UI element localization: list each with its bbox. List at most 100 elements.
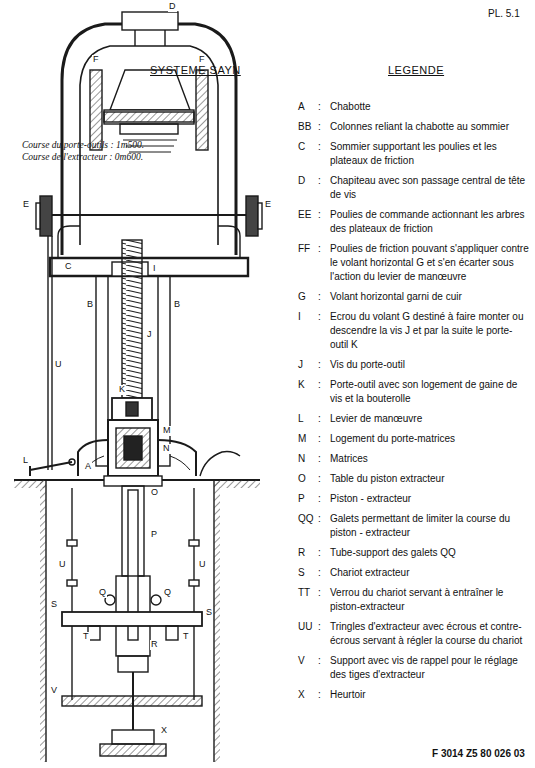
- document-reference: F 3014 Z5 80 026 03: [432, 748, 525, 759]
- legend-row: S:Chariot extracteur: [298, 566, 532, 580]
- legend-key: R: [298, 546, 318, 560]
- legend-text: Chariot extracteur: [330, 566, 530, 580]
- legend-row: C:Sommier supportant les poulies et les …: [298, 140, 532, 168]
- legend-key: V: [298, 654, 318, 682]
- legend-key: N: [298, 452, 318, 466]
- legend-text: Tube-support des galets QQ: [330, 546, 530, 560]
- legend-separator: :: [318, 546, 330, 560]
- legend-row: EE:Poulies de commande actionnant les ar…: [298, 208, 532, 236]
- legend-text: Heurtoir: [330, 688, 530, 702]
- part-letter: B: [173, 300, 181, 310]
- legend-separator: :: [318, 688, 330, 702]
- legend-separator: :: [318, 140, 330, 168]
- part-letter: N: [162, 444, 171, 454]
- part-letter: E: [264, 200, 272, 210]
- legend-key: M: [298, 432, 318, 446]
- legend-separator: :: [318, 290, 330, 304]
- legend-row: J:Vis du porte-outil: [298, 358, 532, 372]
- part-letter: V: [50, 686, 58, 696]
- part-letter: S: [50, 600, 58, 610]
- legend-key: FF: [298, 242, 318, 284]
- legend-text: Sommier supportant les poulies et les pl…: [330, 140, 530, 168]
- legend-row: UU:Tringles d'extracteur avec écrous et …: [298, 620, 532, 648]
- legend-key: P: [298, 492, 318, 506]
- handwritten-note: Course de l'extracteur : 0m600.: [22, 152, 143, 162]
- legend-separator: :: [318, 586, 330, 614]
- legend-row: N:Matrices: [298, 452, 532, 466]
- legend-separator: :: [318, 242, 330, 284]
- part-letter: P: [150, 530, 158, 540]
- legend-row: O:Table du piston extracteur: [298, 472, 532, 486]
- legend-list: A:ChabotteBB:Colonnes reliant la chabott…: [298, 100, 532, 708]
- part-letter: T: [82, 632, 90, 642]
- legend-text: Piston - extracteur: [330, 492, 530, 506]
- part-letter: B: [86, 300, 94, 310]
- legend-separator: :: [318, 620, 330, 648]
- legend-text: Vis du porte-outil: [330, 358, 530, 372]
- legend-separator: :: [318, 412, 330, 426]
- legend-key: J: [298, 358, 318, 372]
- handwritten-note: Course du porte-outils : 1m500.: [22, 140, 144, 150]
- part-letter: R: [150, 640, 159, 650]
- part-letter: J: [146, 330, 153, 340]
- legend-key: L: [298, 412, 318, 426]
- legend-separator: :: [318, 100, 330, 114]
- legend-row: M:Logement du porte-matrices: [298, 432, 532, 446]
- legend-row: I:Ecrou du volant G destiné à faire mont…: [298, 310, 532, 352]
- legend-row: QQ:Galets permettant de limiter la cours…: [298, 512, 532, 540]
- legend-separator: :: [318, 358, 330, 372]
- legend-separator: :: [318, 566, 330, 580]
- legend-row: G:Volant horizontal garni de cuir: [298, 290, 532, 304]
- part-letter: S: [205, 608, 213, 618]
- legend-row: FF:Poulies de friction pouvant s'appliqu…: [298, 242, 532, 284]
- legend-key: D: [298, 174, 318, 202]
- part-letter: U: [198, 560, 207, 570]
- part-letter: Q: [163, 588, 172, 598]
- part-letter: X: [160, 726, 168, 736]
- legend-text: Poulies de friction pouvant s'appliquer …: [330, 242, 530, 284]
- part-letter: D: [168, 2, 177, 12]
- legend-text: Chabotte: [330, 100, 530, 114]
- legend-key: QQ: [298, 512, 318, 540]
- legend-row: V:Support avec vis de rappel pour le rég…: [298, 654, 532, 682]
- legend-key: G: [298, 290, 318, 304]
- part-letter: C: [64, 262, 73, 272]
- part-letter: O: [150, 488, 159, 498]
- legend-key: O: [298, 472, 318, 486]
- legend-text: Volant horizontal garni de cuir: [330, 290, 530, 304]
- legend-key: C: [298, 140, 318, 168]
- part-letter: U: [58, 560, 67, 570]
- part-letter: E: [22, 200, 30, 210]
- legend-separator: :: [318, 432, 330, 446]
- legend-text: Levier de manœuvre: [330, 412, 530, 426]
- legend-key: A: [298, 100, 318, 114]
- legend-text: Chapiteau avec son passage central de tê…: [330, 174, 530, 202]
- legend-text: Tringles d'extracteur avec écrous et con…: [330, 620, 530, 648]
- part-letter: F: [198, 55, 206, 65]
- legend-key: X: [298, 688, 318, 702]
- legend-separator: :: [318, 208, 330, 236]
- legend-separator: :: [318, 512, 330, 540]
- legend-text: Ecrou du volant G destiné à faire monter…: [330, 310, 530, 352]
- part-letter: M: [162, 426, 172, 436]
- drawing-title: SYSTEME SAYN: [150, 64, 241, 76]
- legend-heading: LEGENDE: [388, 64, 444, 76]
- legend-text: Poulies de commande actionnant les arbre…: [330, 208, 530, 236]
- legend-key: I: [298, 310, 318, 352]
- part-letter: Q: [98, 588, 107, 598]
- legend-row: L:Levier de manœuvre: [298, 412, 532, 426]
- legend-separator: :: [318, 472, 330, 486]
- part-letter: I: [152, 264, 157, 274]
- legend-key: S: [298, 566, 318, 580]
- part-letter: L: [22, 456, 29, 466]
- legend-row: TT:Verrou du chariot servant à entraîner…: [298, 586, 532, 614]
- legend-key: EE: [298, 208, 318, 236]
- legend-row: R:Tube-support des galets QQ: [298, 546, 532, 560]
- legend-row: A:Chabotte: [298, 100, 532, 114]
- legend-key: BB: [298, 120, 318, 134]
- legend-row: P:Piston - extracteur: [298, 492, 532, 506]
- part-letter: U: [54, 360, 63, 370]
- legend-key: K: [298, 378, 318, 406]
- legend-text: Support avec vis de rappel pour le régla…: [330, 654, 530, 682]
- legend-row: BB:Colonnes reliant la chabotte au sommi…: [298, 120, 532, 134]
